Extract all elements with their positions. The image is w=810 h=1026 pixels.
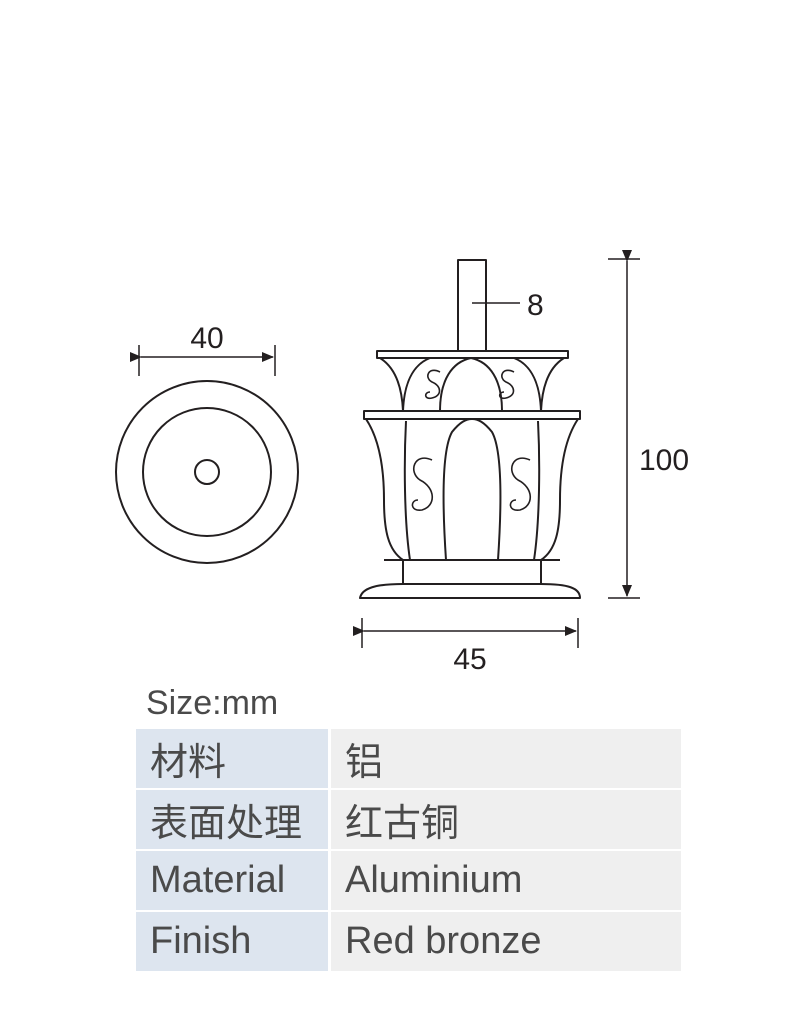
technical-drawing: 40 8 100 xyxy=(115,250,689,676)
spec-value: Red bronze xyxy=(329,911,681,973)
spec-key: Finish xyxy=(136,911,331,973)
table-row: Finish Red bronze xyxy=(136,911,681,973)
side-view xyxy=(359,259,581,599)
units-label: Size:mm xyxy=(146,684,279,722)
spec-key: 表面处理 xyxy=(136,789,331,851)
height-dimension xyxy=(608,250,640,599)
height-label: 100 xyxy=(639,444,689,477)
spindle-label: 8 xyxy=(527,289,544,322)
table-row: 材料 铝 xyxy=(136,729,681,790)
spec-value: 红古铜 xyxy=(329,789,681,851)
spec-value: 铝 xyxy=(329,729,681,790)
table-row: Material Aluminium xyxy=(136,850,681,912)
base-flange xyxy=(359,583,581,599)
diameter-label: 40 xyxy=(190,322,223,355)
neck xyxy=(402,559,542,585)
diameter-dimension xyxy=(130,345,276,376)
spec-key: Material xyxy=(136,850,331,912)
spec-table: 材料 铝 表面处理 红古铜 Material Aluminium Finish … xyxy=(136,729,681,973)
top-view-outer-circle xyxy=(115,380,299,564)
width-dimension xyxy=(353,618,579,648)
scroll-ornaments xyxy=(411,369,532,511)
spec-value: Aluminium xyxy=(329,850,681,912)
width-label: 45 xyxy=(453,643,486,676)
top-view xyxy=(115,380,299,564)
spindle xyxy=(457,259,487,352)
middle-plate xyxy=(363,410,581,420)
spec-key: 材料 xyxy=(136,729,331,790)
top-plate xyxy=(376,350,569,359)
top-view-hole xyxy=(194,459,220,485)
table-row: 表面处理 红古铜 xyxy=(136,789,681,851)
top-view-inner-circle xyxy=(142,407,272,537)
